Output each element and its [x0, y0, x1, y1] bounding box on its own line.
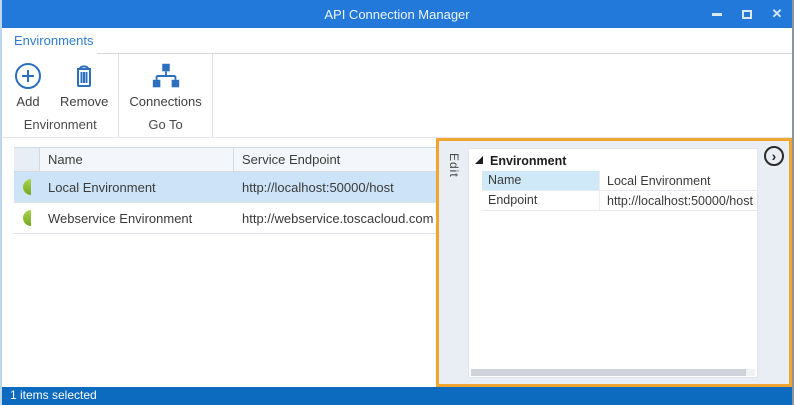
window-title: API Connection Manager: [324, 6, 470, 22]
add-button[interactable]: Add: [4, 57, 52, 115]
environment-status-icon: [23, 210, 31, 226]
selection-count-text: 1 items selected: [10, 388, 97, 402]
property-group-header[interactable]: Environment: [469, 151, 757, 171]
remove-button[interactable]: Remove: [52, 57, 116, 115]
environment-status-icon: [23, 179, 31, 195]
main-area: Name Service Endpoint Local Environment …: [2, 138, 792, 387]
add-button-label: Add: [16, 94, 40, 109]
connections-tree-icon: [150, 60, 182, 92]
trash-icon: [68, 60, 100, 92]
row-endpoint-cell: http://webservice.toscacloud.com: [242, 210, 434, 226]
ribbon: Add Remove E: [2, 54, 792, 138]
property-group-label: Environment: [490, 154, 567, 168]
table-row-webservice-environment[interactable]: Webservice Environment http://webservice…: [14, 203, 436, 234]
property-value-field[interactable]: http://localhost:50000/host: [607, 193, 753, 208]
row-name-cell: Local Environment: [48, 179, 156, 195]
maximize-button[interactable]: [732, 0, 762, 28]
property-label: Endpoint: [482, 191, 600, 210]
horizontal-scrollbar[interactable]: [471, 369, 755, 376]
property-row-name[interactable]: Name Local Environment: [482, 171, 757, 191]
chevron-right-icon: ›: [771, 148, 777, 164]
icon-column-header: [14, 148, 40, 171]
connections-button[interactable]: Connections: [121, 57, 209, 115]
environments-list-panel: Name Service Endpoint Local Environment …: [2, 138, 436, 387]
row-endpoint-cell: http://localhost:50000/host: [242, 179, 394, 195]
edit-tab[interactable]: Edit: [439, 141, 467, 384]
scrollbar-thumb[interactable]: [471, 369, 747, 376]
property-row-endpoint[interactable]: Endpoint http://localhost:50000/host: [482, 191, 757, 211]
table-row-local-environment[interactable]: Local Environment http://localhost:50000…: [14, 172, 436, 203]
property-label: Name: [482, 171, 600, 190]
minimize-button[interactable]: [702, 0, 732, 28]
maximize-icon: [742, 9, 752, 19]
ribbon-group-label-environment: Environment: [23, 117, 97, 132]
title-bar: API Connection Manager ✕: [2, 0, 792, 28]
minimize-icon: [712, 12, 722, 16]
property-grid: Environment Name Local Environment Endpo…: [468, 148, 758, 378]
name-column-header[interactable]: Name: [40, 148, 234, 171]
status-bar: 1 items selected: [2, 387, 792, 405]
tab-environments[interactable]: Environments: [14, 33, 94, 48]
window-controls: ✕: [702, 0, 792, 28]
connections-button-label: Connections: [129, 94, 202, 109]
endpoint-column-header[interactable]: Service Endpoint: [242, 152, 341, 167]
table-header-row: Name Service Endpoint: [14, 148, 436, 172]
ribbon-group-environment: Add Remove E: [2, 54, 120, 137]
property-value-field[interactable]: Local Environment: [607, 173, 711, 188]
add-circle-icon: [12, 60, 44, 92]
close-button[interactable]: ✕: [771, 6, 783, 21]
row-name-cell: Webservice Environment: [48, 210, 193, 226]
remove-button-label: Remove: [60, 94, 109, 109]
ribbon-group-label-goto: Go To: [148, 117, 183, 132]
ribbon-group-goto: Connections Go To: [119, 54, 213, 137]
ribbon-tab-strip: Environments: [2, 28, 792, 54]
environments-table: Name Service Endpoint Local Environment …: [14, 147, 436, 234]
collapse-triangle-icon: [475, 156, 483, 164]
edit-flyout-panel: Edit Environment Name Local Environment …: [436, 138, 792, 387]
edit-tab-label: Edit: [447, 153, 461, 178]
expand-panel-button[interactable]: ›: [764, 146, 784, 166]
